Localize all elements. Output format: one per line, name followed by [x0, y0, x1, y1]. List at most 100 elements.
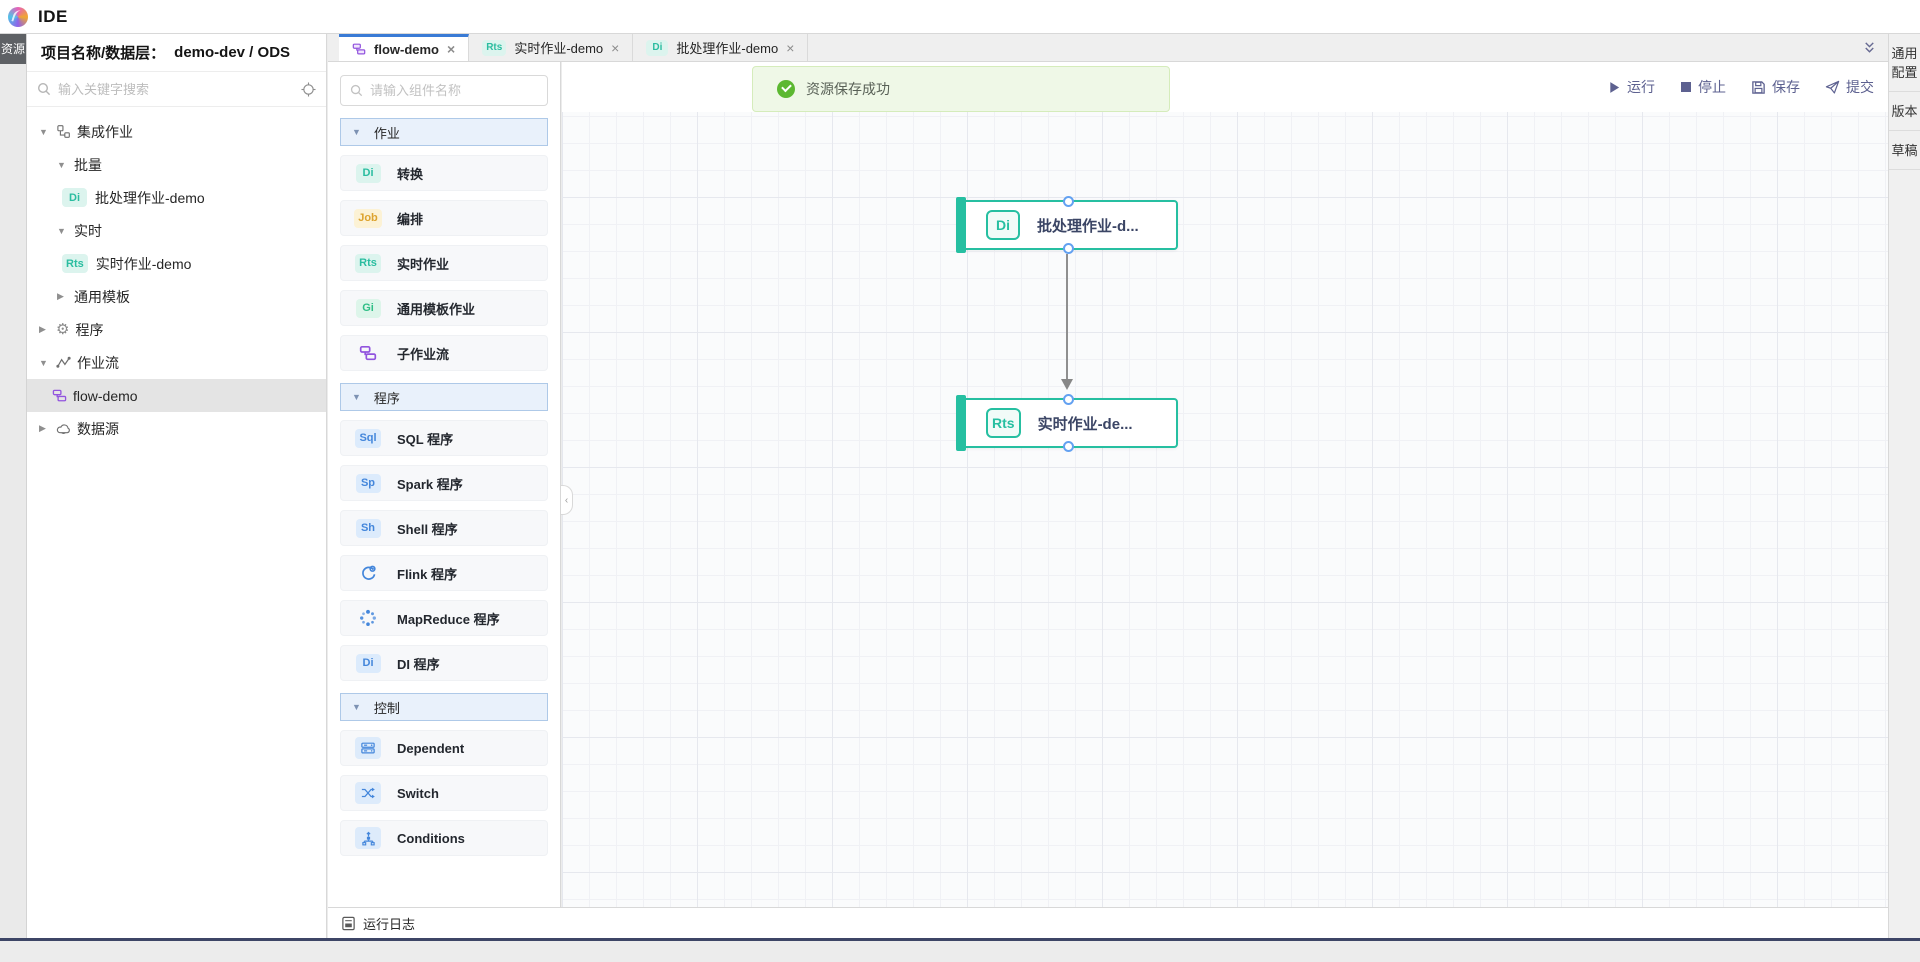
subflow-icon: [359, 344, 377, 362]
di-badge: Di: [62, 188, 87, 207]
submit-icon: [1825, 80, 1840, 94]
port-out[interactable]: [1062, 441, 1074, 452]
tab-flow-demo[interactable]: flow-demo: [339, 34, 470, 61]
tree-item-common-template[interactable]: 通用模板: [27, 280, 326, 313]
palette-section-title: 程序: [373, 390, 400, 406]
submit-label: 提交: [1846, 79, 1874, 95]
node-batch-job[interactable]: Di 批处理作业-d...: [956, 196, 1178, 254]
tab-realtime-job-demo[interactable]: Rts 实时作业-demo: [469, 34, 634, 61]
palette-item-conditions[interactable]: Conditions: [340, 820, 548, 856]
app-top-bar: IDE: [0, 0, 1920, 34]
project-header-value: demo-dev / ODS: [174, 44, 291, 61]
panel-tab-draft[interactable]: 草稿: [1889, 131, 1920, 170]
palette-item-spark-program[interactable]: Sp Spark 程序: [340, 465, 548, 501]
palette-item-realtime-job[interactable]: Rts 实时作业: [340, 245, 548, 281]
port-out[interactable]: [1062, 243, 1074, 254]
tree-item-integration-jobs[interactable]: 集成作业: [27, 115, 326, 148]
palette-item-flink-program[interactable]: Flink 程序: [340, 555, 548, 591]
locate-icon[interactable]: [301, 81, 316, 97]
palette-item-label: SQL 程序: [397, 431, 454, 447]
palette-item-mapreduce-program[interactable]: MapReduce 程序: [340, 600, 548, 636]
close-icon[interactable]: [611, 41, 619, 55]
port-in[interactable]: [1062, 394, 1074, 405]
palette-item-sql-program[interactable]: Sql SQL 程序: [340, 420, 548, 456]
palette-search-input[interactable]: [370, 83, 538, 98]
right-panel-bar: 通用配置 版本 草稿: [1888, 34, 1920, 938]
caret-down-icon: [352, 702, 361, 712]
port-in[interactable]: [1062, 196, 1074, 207]
edge-batch-to-realtime[interactable]: [1066, 254, 1068, 380]
caret-down-icon[interactable]: [57, 226, 74, 236]
resource-tree: 集成作业 批量 Di 批处理作业-demo 实时 Rts 实时作业-demo 通…: [27, 107, 326, 445]
palette-item-label: MapReduce 程序: [397, 611, 500, 627]
palette-item-switch[interactable]: Switch: [340, 775, 548, 811]
flow-canvas[interactable]: 资源保存成功 运行 停止 保存 提交: [562, 62, 1888, 907]
palette-item-subflow[interactable]: 子作业流: [340, 335, 548, 371]
tree-item-batch[interactable]: 批量: [27, 148, 326, 181]
di-badge: Di: [355, 653, 381, 673]
toast-message: 资源保存成功: [806, 81, 890, 97]
datasource-icon: [56, 421, 71, 436]
node-accent-bar: [956, 395, 966, 451]
activity-tab-resources[interactable]: 资源: [0, 34, 26, 64]
sh-badge: Sh: [355, 518, 381, 538]
palette-section-control[interactable]: 控制: [340, 693, 548, 721]
caret-down-icon[interactable]: [57, 160, 74, 170]
run-button[interactable]: 运行: [1608, 77, 1655, 97]
panel-tab-general-config[interactable]: 通用配置: [1889, 34, 1920, 92]
tree-item-realtime[interactable]: 实时: [27, 214, 326, 247]
caret-right-icon[interactable]: [57, 291, 74, 302]
palette-item-label: 实时作业: [397, 256, 450, 272]
close-icon[interactable]: [447, 42, 455, 56]
rts-badge: Rts: [986, 408, 1021, 438]
submit-button[interactable]: 提交: [1825, 77, 1874, 97]
activity-bar: 资源: [0, 34, 27, 938]
palette-item-shell-program[interactable]: Sh Shell 程序: [340, 510, 548, 546]
palette-section-programs[interactable]: 程序: [340, 383, 548, 411]
tree-item-programs[interactable]: ⚙ 程序: [27, 313, 326, 346]
palette-collapse-handle[interactable]: [561, 485, 573, 515]
palette-item-label: Dependent: [397, 740, 465, 756]
run-icon: [1610, 81, 1620, 93]
tab-label: 批处理作业-demo: [676, 41, 779, 56]
log-icon: [342, 916, 355, 930]
tree-item-flow-demo[interactable]: flow-demo: [27, 379, 326, 412]
palette-section-jobs[interactable]: 作业: [340, 118, 548, 146]
project-header: 项目名称/数据层： demo-dev / ODS: [27, 34, 326, 72]
tree-item-realtime-job-demo[interactable]: Rts 实时作业-demo: [27, 247, 326, 280]
stop-button[interactable]: 停止: [1680, 77, 1726, 97]
tree-item-label: 数据源: [77, 420, 119, 437]
palette-item-template-job[interactable]: Gi 通用模板作业: [340, 290, 548, 326]
palette-item-orchestrate[interactable]: Job 编排: [340, 200, 548, 236]
palette-search: [340, 75, 548, 106]
caret-down-icon[interactable]: [39, 358, 56, 368]
sp-badge: Sp: [355, 473, 381, 493]
workflow-editor: 作业 Di 转换 Job 编排 Rts 实时作业 Gi 通用模板作业 子作业流: [328, 62, 1888, 938]
dependent-icon: [355, 737, 381, 759]
run-log-bar[interactable]: 运行日志: [328, 907, 1888, 938]
palette-item-dependent[interactable]: Dependent: [340, 730, 548, 766]
panel-tab-version[interactable]: 版本: [1889, 92, 1920, 131]
tree-item-datasources[interactable]: 数据源: [27, 412, 326, 445]
sidebar-search-input[interactable]: [58, 81, 294, 97]
chevron-double-down-icon[interactable]: [1862, 41, 1877, 55]
tree-item-workflows[interactable]: 作业流: [27, 346, 326, 379]
gear-icon: ⚙: [56, 321, 70, 338]
tree-item-label: 批量: [74, 156, 102, 173]
caret-down-icon[interactable]: [39, 127, 56, 137]
caret-right-icon[interactable]: [39, 423, 56, 434]
tree-item-label: 实时: [74, 222, 102, 239]
tab-batch-job-demo[interactable]: Di 批处理作业-demo: [633, 34, 809, 61]
node-realtime-job[interactable]: Rts 实时作业-de...: [956, 394, 1178, 452]
rts-badge: Rts: [482, 39, 507, 56]
stop-icon: [1681, 82, 1691, 92]
switch-icon: [355, 782, 381, 804]
resource-sidebar: 项目名称/数据层： demo-dev / ODS 集成作业 批量 Di 批处理作…: [27, 34, 327, 938]
palette-item-transform[interactable]: Di 转换: [340, 155, 548, 191]
palette-item-di-program[interactable]: Di DI 程序: [340, 645, 548, 681]
palette-item-label: 通用模板作业: [397, 301, 476, 317]
save-button[interactable]: 保存: [1751, 77, 1800, 97]
close-icon[interactable]: [786, 41, 794, 55]
tree-item-batch-job-demo[interactable]: Di 批处理作业-demo: [27, 181, 326, 214]
caret-right-icon[interactable]: [39, 324, 56, 335]
